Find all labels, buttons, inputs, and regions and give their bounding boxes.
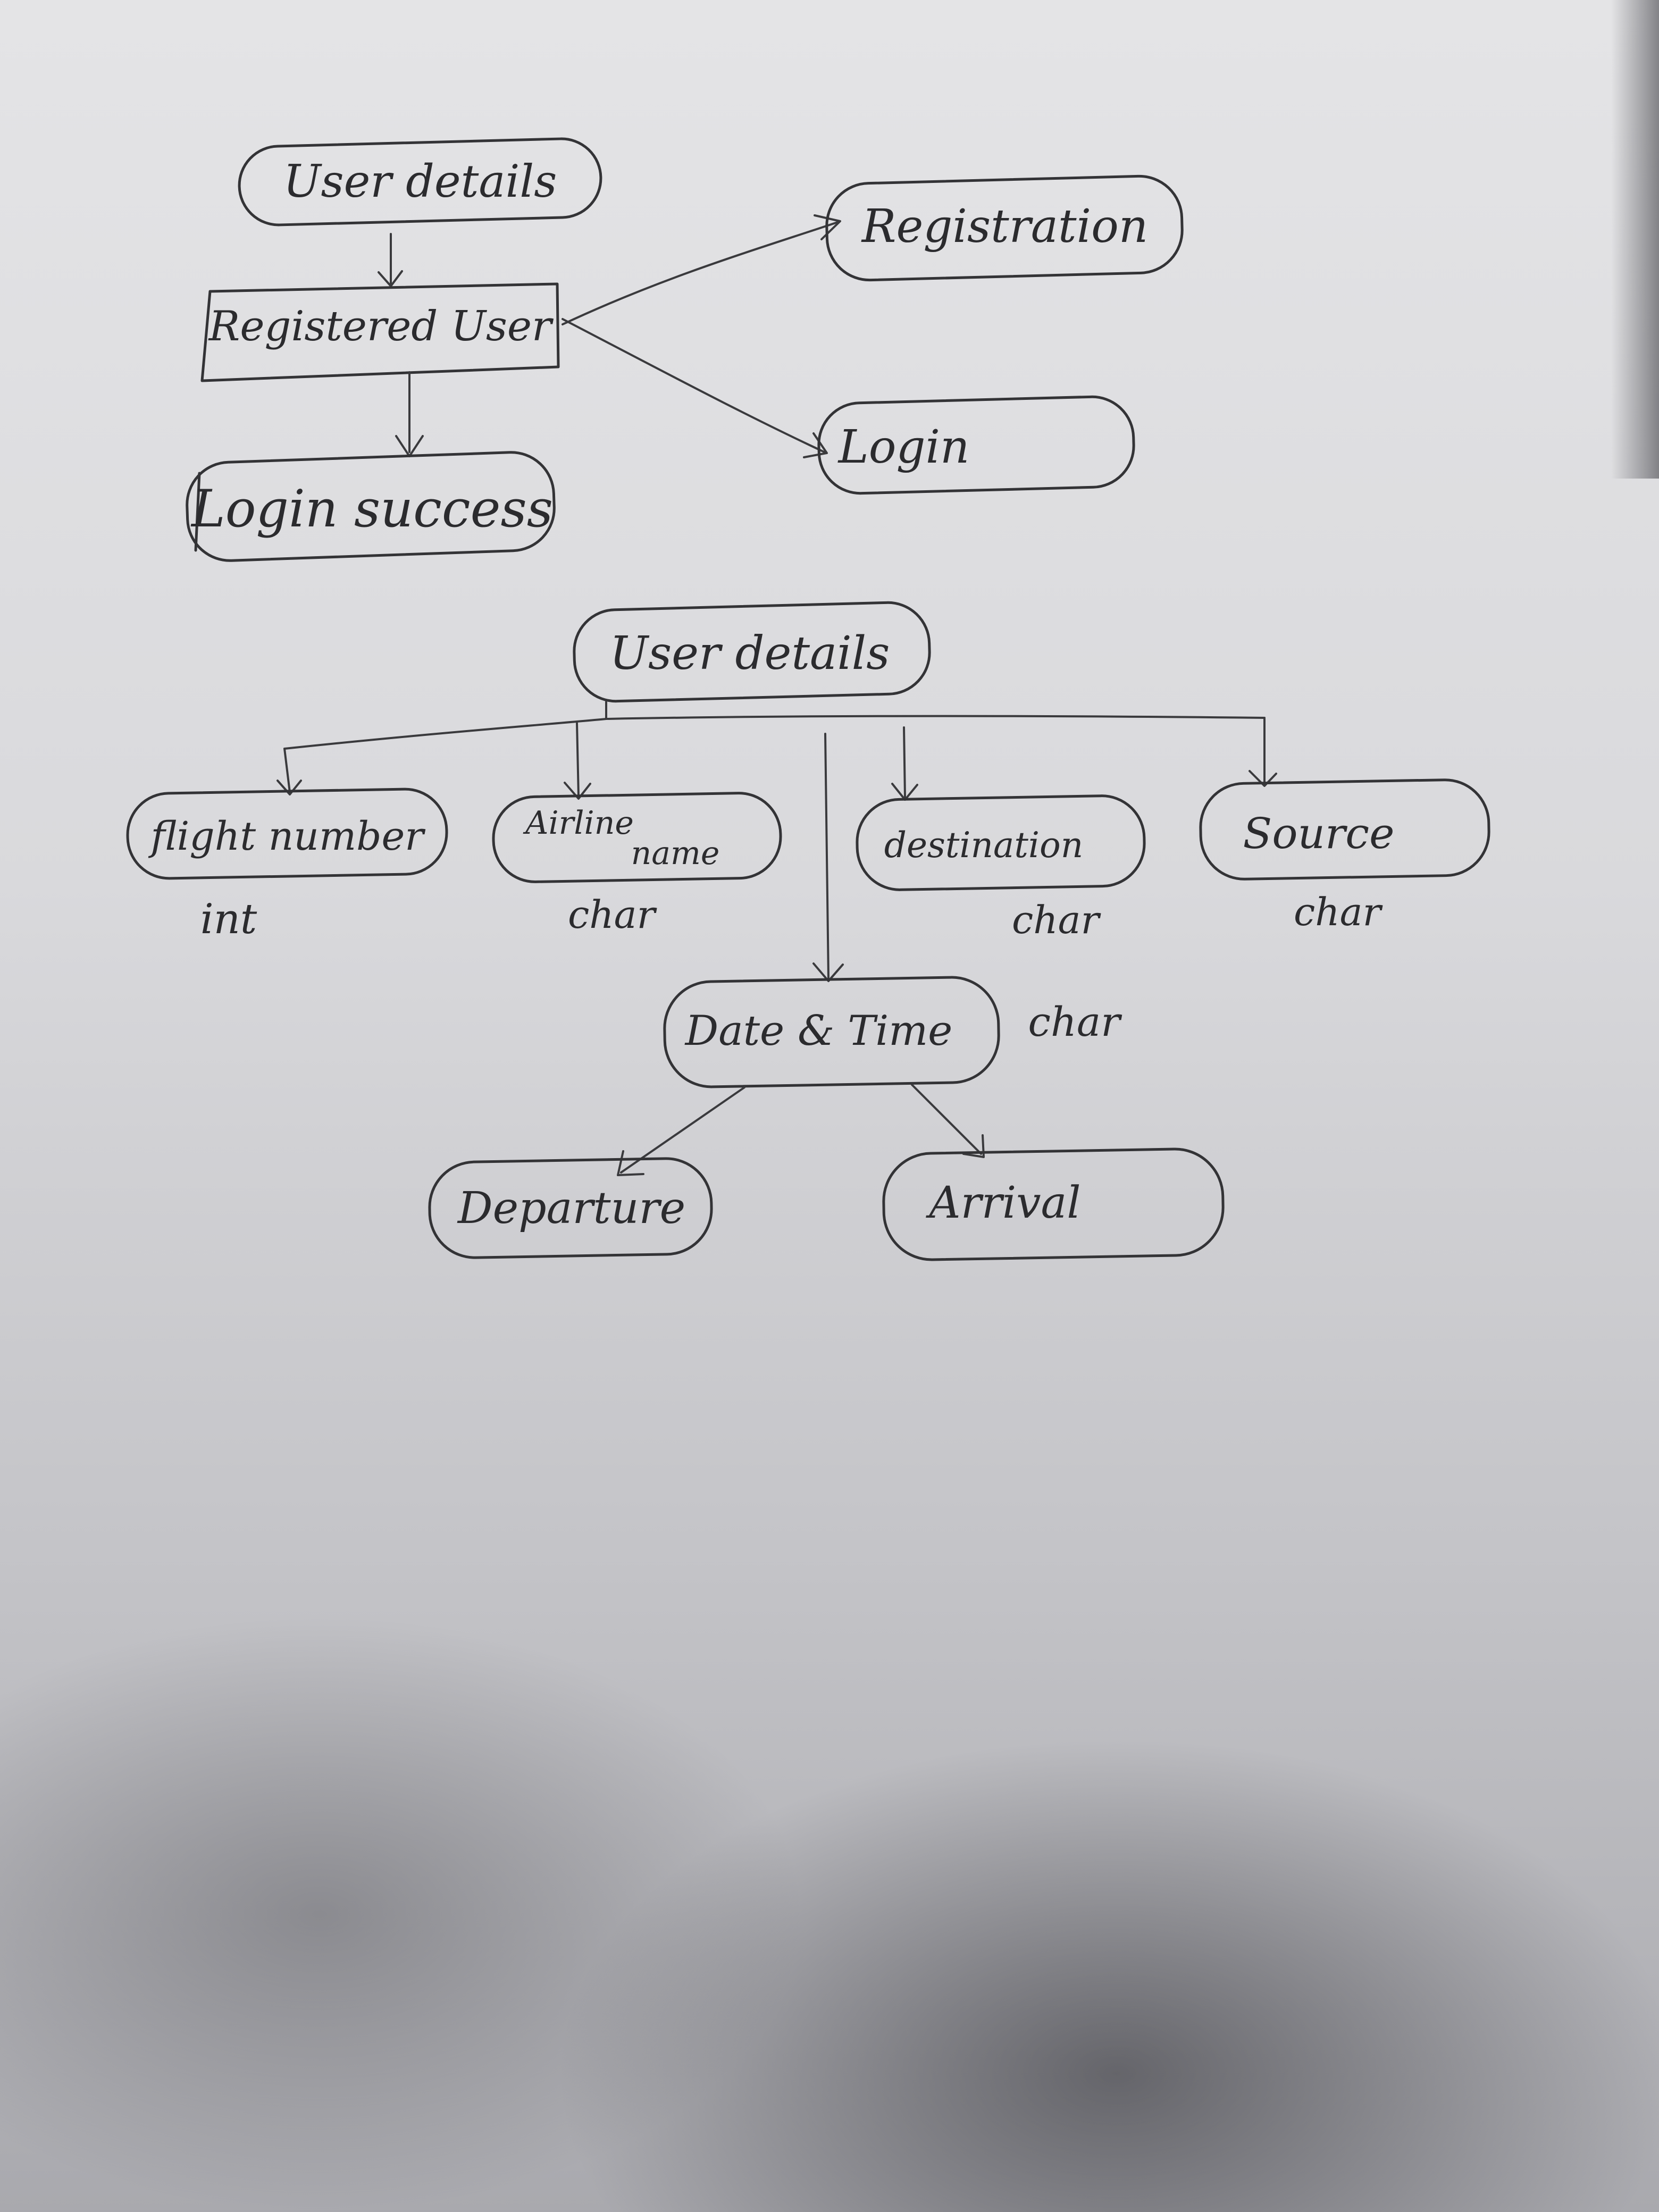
node-airline-name-label-2: name [631, 835, 720, 872]
node-date-time-label: Date & Time [684, 1007, 953, 1055]
arrow-userdetails-to-registered [378, 233, 403, 287]
node-airline-name-label-1: Airline [523, 805, 634, 842]
node-registration-label: Registration [861, 200, 1149, 253]
connector-bus [276, 701, 1277, 982]
node-user-details-2-label: User details [610, 627, 890, 680]
node-login-success: Login success [186, 451, 556, 562]
node-login-label: Login [837, 421, 970, 474]
paper-edge-shadow [1611, 0, 1659, 479]
node-flight-number-label: flight number [148, 814, 426, 859]
node-destination-label: destination [884, 825, 1084, 866]
node-user-details-1: User details [238, 137, 602, 227]
node-departure: Departure [428, 1157, 713, 1259]
arrow-registered-to-login [562, 318, 828, 458]
node-registered-user: Registered User [200, 282, 560, 382]
node-user-details-2: User details [573, 601, 931, 703]
node-flight-number-type: int [200, 895, 257, 943]
arrow-datetime-to-arrival [911, 1084, 985, 1158]
node-user-details-1-label: User details [283, 155, 557, 207]
node-source-type: char [1294, 890, 1383, 934]
node-login-success-label: Login success [190, 479, 553, 539]
node-destination: destination char [856, 794, 1146, 942]
node-date-time: Date & Time char [663, 976, 1122, 1088]
node-arrival-label: Arrival [925, 1178, 1080, 1228]
node-login: Login [817, 395, 1135, 495]
node-airline-name: Airline name char [492, 792, 782, 937]
node-airline-name-type: char [568, 892, 657, 937]
node-arrival: Arrival [882, 1147, 1225, 1261]
arrow-registered-to-login-success [395, 371, 424, 457]
node-registered-user-label: Registered User [208, 303, 554, 350]
node-date-time-type: char [1028, 998, 1122, 1045]
node-flight-number: flight number int [126, 787, 448, 943]
node-source-label: Source [1243, 809, 1395, 858]
node-registration: Registration [825, 174, 1184, 282]
node-departure-label: Departure [457, 1183, 685, 1234]
node-source: Source char [1199, 778, 1490, 934]
arrow-registered-to-registration [562, 214, 841, 325]
node-destination-type: char [1012, 898, 1101, 942]
